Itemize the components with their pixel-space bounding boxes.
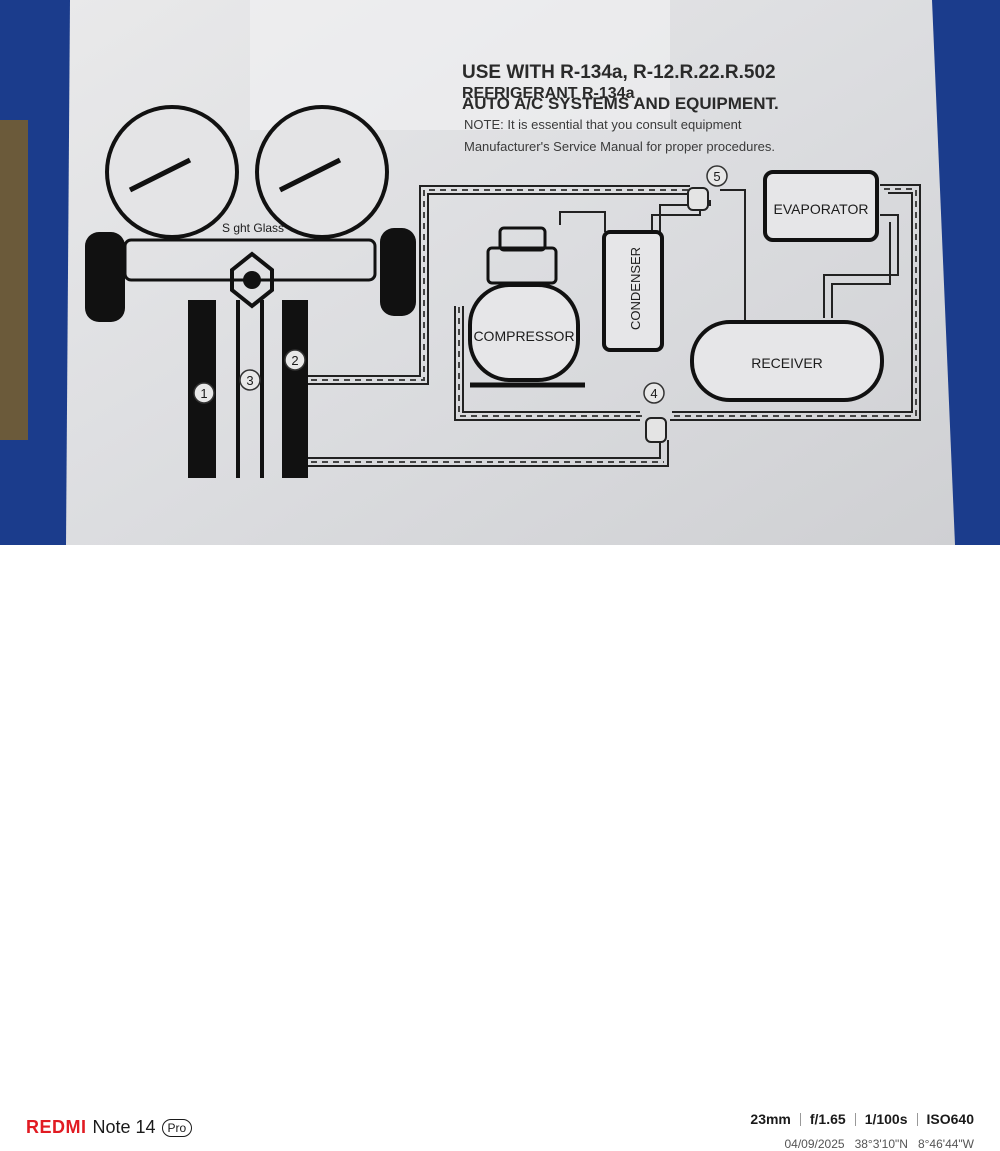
gauge-needle-left: [128, 157, 192, 193]
compressor: COMPRESSOR: [468, 226, 585, 388]
separator: [916, 1112, 918, 1126]
receiver-label: RECEIVER: [751, 355, 823, 371]
heading-line-3: AUTO A/C SYSTEMS AND EQUIPMENT.: [462, 94, 779, 113]
product-box-photo: USE WITH R-134a, R-12.R.22.R.502 REFRIGE…: [0, 0, 1000, 545]
iso: ISO640: [926, 1111, 974, 1127]
focal-length: 23mm: [750, 1111, 791, 1127]
device-model: Note 14: [92, 1117, 156, 1137]
separator: [799, 1112, 801, 1126]
aperture: f/1.65: [809, 1111, 846, 1127]
marker-5: 5: [713, 169, 720, 184]
longitude: 8°46'44"W: [917, 1137, 974, 1151]
condenser-label: CONDENSER: [628, 247, 643, 330]
camera-settings: 23mm f/1.65 1/100s ISO640: [750, 1111, 974, 1127]
compressor-label: COMPRESSOR: [473, 328, 574, 344]
condenser: CONDENSER: [602, 230, 664, 352]
note-line-2: Manufacturer's Service Manual for proper…: [464, 139, 775, 154]
low-pressure-gauge: [105, 105, 239, 239]
device-branding: REDMI Note 14 Pro: [26, 1117, 193, 1138]
note-line-1: NOTE: It is essential that you consult e…: [464, 117, 742, 132]
gauge-needle-right: [278, 157, 342, 193]
heading-line-2: REFRIGERANT R-134a: [462, 85, 635, 102]
fitting-4: [645, 417, 667, 443]
photo-watermark-footer: REDMI Note 14 Pro 23mm f/1.65 1/100s ISO…: [0, 545, 1000, 1151]
sight-glass-center: [243, 271, 261, 289]
sight-glass-label: S ght Glass: [222, 221, 284, 235]
latitude: 38°3'10"N: [854, 1137, 908, 1151]
receiver: RECEIVER: [690, 320, 884, 402]
marker-2: 2: [291, 353, 298, 368]
evaporator: EVAPORATOR: [763, 170, 879, 242]
high-pressure-gauge: [255, 105, 389, 239]
brand-name: REDMI: [26, 1117, 87, 1137]
cardboard-edge: [0, 120, 28, 440]
hose-2: [282, 300, 308, 478]
fitting-5: [687, 187, 709, 211]
pro-badge: Pro: [161, 1118, 193, 1137]
box-panel-svg: USE WITH R-134a, R-12.R.22.R.502 REFRIGE…: [0, 0, 1000, 545]
heading-line-1: USE WITH R-134a, R-12.R.22.R.502: [462, 62, 776, 83]
capture-metadata: 04/09/2025 38°3'10"N 8°46'44"W: [785, 1137, 975, 1151]
sight-glass: [230, 251, 274, 309]
marker-3: 3: [246, 373, 253, 388]
marker-4: 4: [650, 386, 657, 401]
shutter-speed: 1/100s: [864, 1111, 908, 1127]
capture-date: 04/09/2025: [784, 1137, 845, 1151]
left-valve-knob: [85, 232, 125, 322]
pipe-dashes: [300, 188, 917, 463]
evaporator-label: EVAPORATOR: [774, 201, 869, 217]
separator: [854, 1112, 856, 1126]
right-valve-knob: [380, 228, 416, 316]
marker-1: 1: [200, 386, 207, 401]
markers: 1 2 3 4 5: [193, 165, 728, 404]
